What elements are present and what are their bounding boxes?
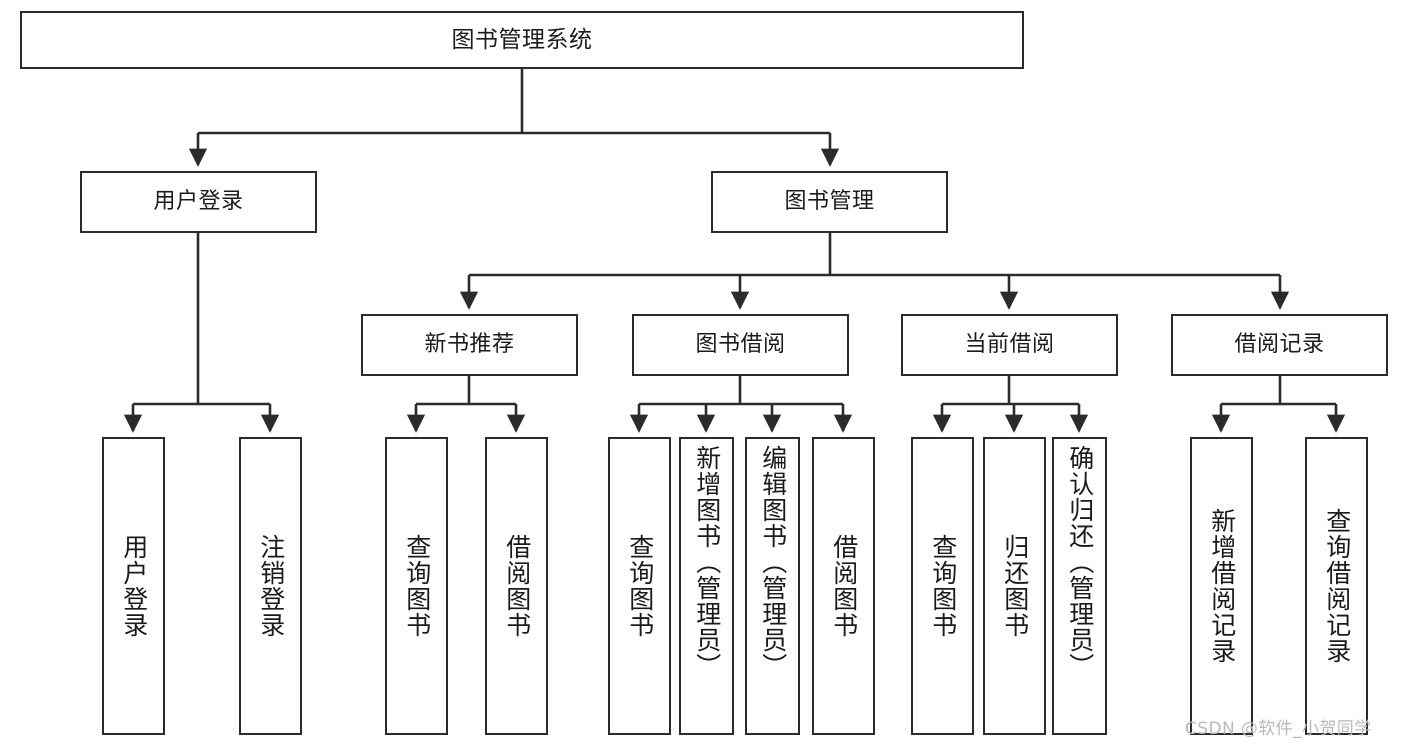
node-label: 图书管理: [784, 189, 875, 215]
node-leaf-return-book[interactable]: 归还图书: [983, 437, 1046, 735]
node-borrow-record[interactable]: 借阅记录: [1171, 314, 1388, 376]
node-leaf-query-book-2[interactable]: 查询图书: [608, 437, 671, 735]
node-label: 查询图书: [625, 534, 655, 638]
node-label: 查询图书: [928, 534, 958, 638]
node-label: 用户登录: [153, 189, 244, 215]
node-leaf-add-borrow-record[interactable]: 新增借阅记录: [1190, 437, 1253, 735]
node-new-book-recommend[interactable]: 新书推荐: [361, 314, 578, 376]
node-leaf-logout-login[interactable]: 注销登录: [239, 437, 302, 735]
node-current-borrow[interactable]: 当前借阅: [901, 314, 1118, 376]
node-user-login[interactable]: 用户登录: [80, 171, 317, 233]
node-label: 当前借阅: [964, 332, 1055, 358]
node-leaf-user-login[interactable]: 用户登录: [102, 437, 165, 735]
node-root-system[interactable]: 图书管理系统: [20, 11, 1024, 69]
node-book-borrow[interactable]: 图书借阅: [632, 314, 849, 376]
node-label: 用户登录: [119, 534, 149, 638]
node-leaf-add-book-admin[interactable]: 新增图书（管理员）: [679, 437, 734, 735]
watermark: CSDN @软件_小贺同学: [1185, 719, 1372, 739]
node-label: 新增图书（管理员）: [692, 445, 722, 679]
node-leaf-query-borrow-record[interactable]: 查询借阅记录: [1305, 437, 1368, 735]
node-leaf-query-book-1[interactable]: 查询图书: [385, 437, 448, 735]
node-label: 新增借阅记录: [1207, 508, 1237, 664]
node-label: 借阅记录: [1234, 332, 1325, 358]
node-label: 借阅图书: [502, 534, 532, 638]
node-leaf-edit-book-admin[interactable]: 编辑图书（管理员）: [745, 437, 800, 735]
node-label: 图书管理系统: [451, 26, 593, 53]
node-label: 注销登录: [256, 534, 286, 638]
node-label: 确认归还（管理员）: [1065, 445, 1095, 679]
node-leaf-borrow-book-2[interactable]: 借阅图书: [812, 437, 875, 735]
node-label: 编辑图书（管理员）: [758, 445, 788, 679]
node-label: 新书推荐: [424, 332, 515, 358]
node-leaf-query-book-3[interactable]: 查询图书: [911, 437, 974, 735]
node-label: 图书借阅: [695, 332, 786, 358]
node-book-management[interactable]: 图书管理: [711, 171, 948, 233]
node-label: 借阅图书: [829, 534, 859, 638]
node-label: 查询图书: [402, 534, 432, 638]
node-leaf-confirm-return-admin[interactable]: 确认归还（管理员）: [1052, 437, 1107, 735]
node-leaf-borrow-book-1[interactable]: 借阅图书: [485, 437, 548, 735]
node-label: 归还图书: [1000, 534, 1030, 638]
node-label: 查询借阅记录: [1322, 508, 1352, 664]
